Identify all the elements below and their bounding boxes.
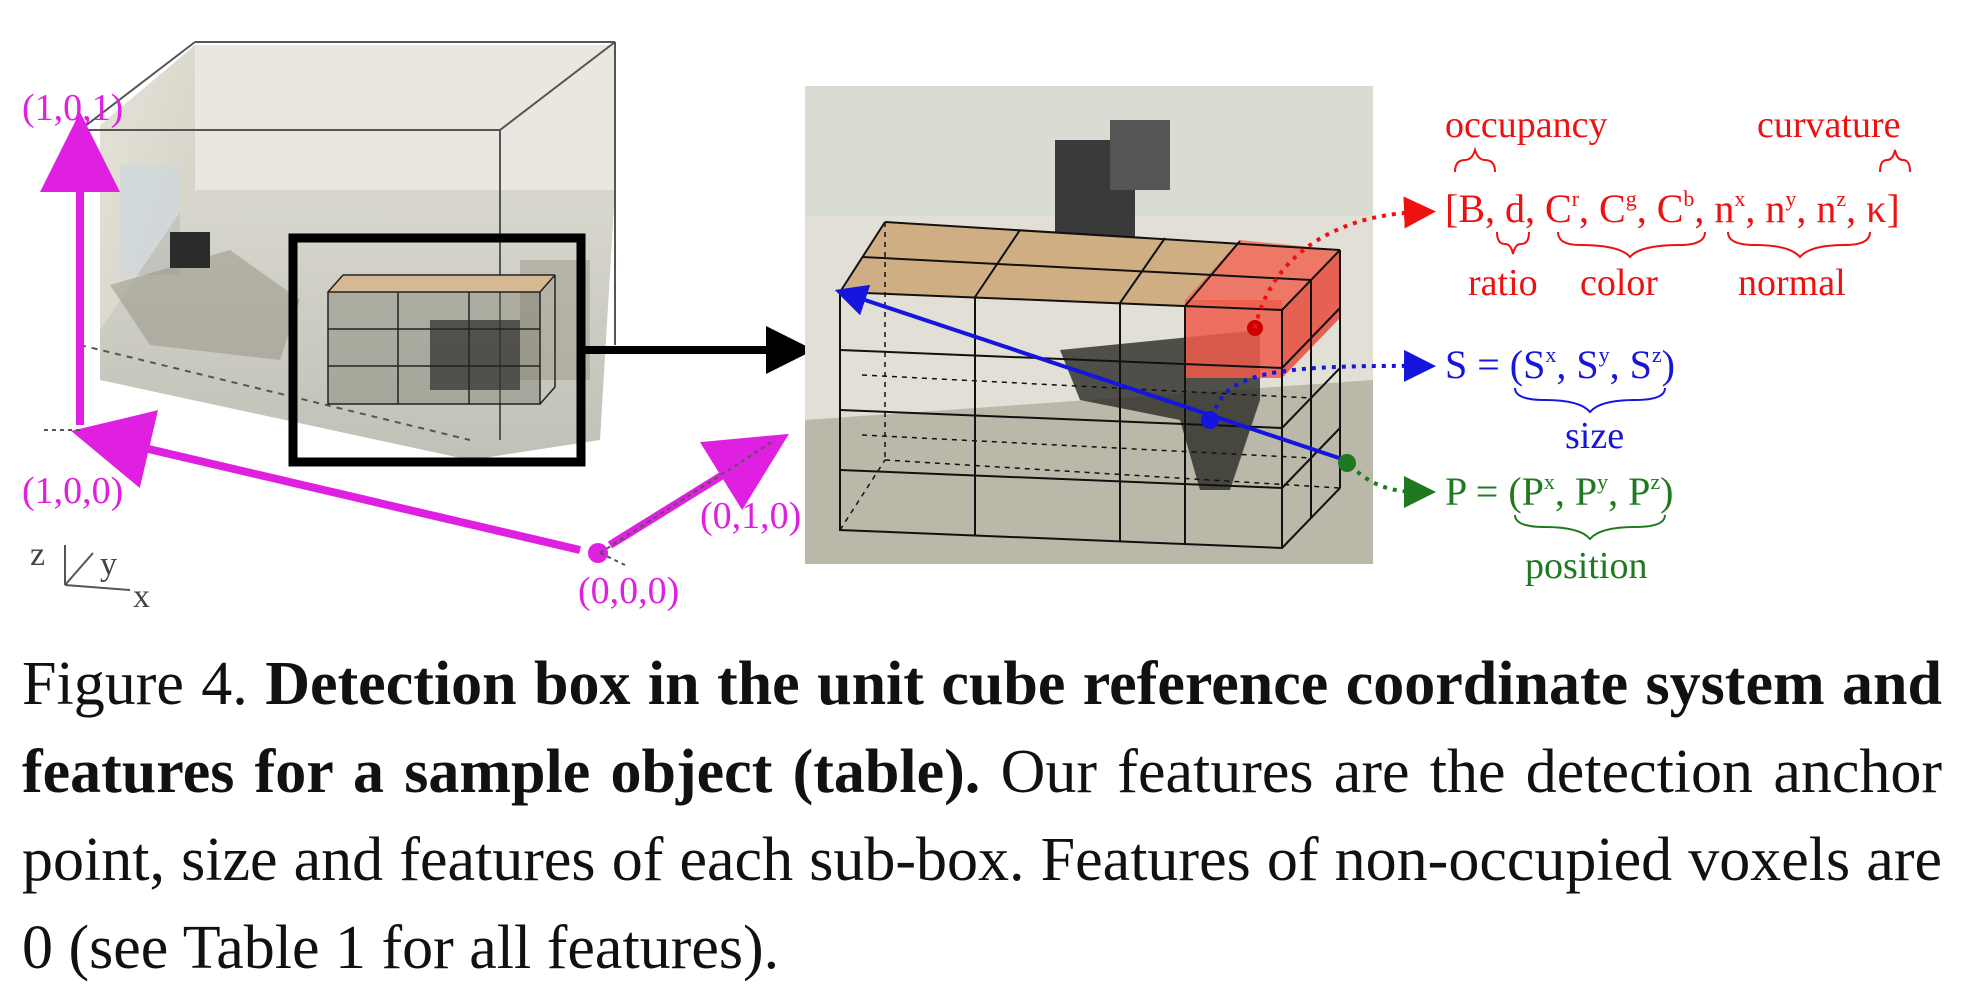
label-corner-100: (1,0,0) [22, 470, 123, 512]
feature-connector [1253, 196, 1436, 329]
label-curvature: curvature [1757, 104, 1900, 146]
label-color: color [1580, 262, 1658, 304]
size-brace [1514, 387, 1666, 414]
feature-braces [1454, 146, 1911, 259]
room-floor [100, 190, 615, 460]
size-point [1201, 411, 1219, 429]
axis-label-y: y [100, 546, 117, 583]
figure-diagram: (1,0,1) (1,0,0) (0,1,0) (0,0,0) z y x [22, 41, 1911, 615]
axis-label-x: x [133, 578, 150, 615]
position-brace [1514, 514, 1666, 541]
position-equation: P = (Px, Py, Pz) [1445, 469, 1673, 514]
label-occupancy: occupancy [1445, 104, 1607, 146]
zoomed-monitor [1110, 120, 1170, 190]
room-monitor [170, 232, 210, 268]
xyz-axes-icon [64, 545, 131, 591]
axis-label-z: z [30, 536, 45, 573]
size-diagonal [834, 284, 1346, 462]
voxel-grid-hidden-edges [839, 222, 1341, 531]
feature-vector: [B, d, Cr, Cg, Cb, nx, ny, nz, κ] [1445, 186, 1900, 231]
small-table-box [327, 274, 556, 405]
occupied-voxel [1185, 240, 1340, 310]
label-ratio: ratio [1468, 262, 1538, 304]
figure-caption: Figure 4. Detection box in the unit cube… [22, 640, 1942, 992]
feature-annotations: [B, d, Cr, Cg, Cb, nx, ny, nz, κ] occupa… [1210, 104, 1911, 587]
caption-body: Our features are the detection anchor po… [22, 738, 1943, 982]
label-corner-010: (0,1,0) [700, 495, 801, 537]
room-back-wall [195, 45, 615, 190]
origin-point [588, 543, 608, 563]
room-clutter [110, 250, 300, 360]
caption-prefix: Figure 4. [22, 650, 266, 718]
caption-title: Detection box in the unit cube reference… [22, 650, 1942, 806]
label-corner-000: (0,0,0) [578, 570, 679, 612]
unit-cube-scene: (1,0,1) (1,0,0) (0,1,0) (0,0,0) z y x [22, 41, 814, 615]
size-equation: S = (Sx, Sy, Sz) [1445, 342, 1675, 387]
size-connector [1210, 349, 1436, 419]
detection-box-highlight [288, 233, 586, 467]
anchor-point [1338, 454, 1356, 472]
zoomed-detection-view [805, 86, 1373, 564]
label-corner-101: (1,0,1) [22, 87, 123, 129]
label-size: size [1565, 415, 1624, 457]
label-position: position [1525, 545, 1647, 587]
label-normal: normal [1738, 262, 1846, 304]
